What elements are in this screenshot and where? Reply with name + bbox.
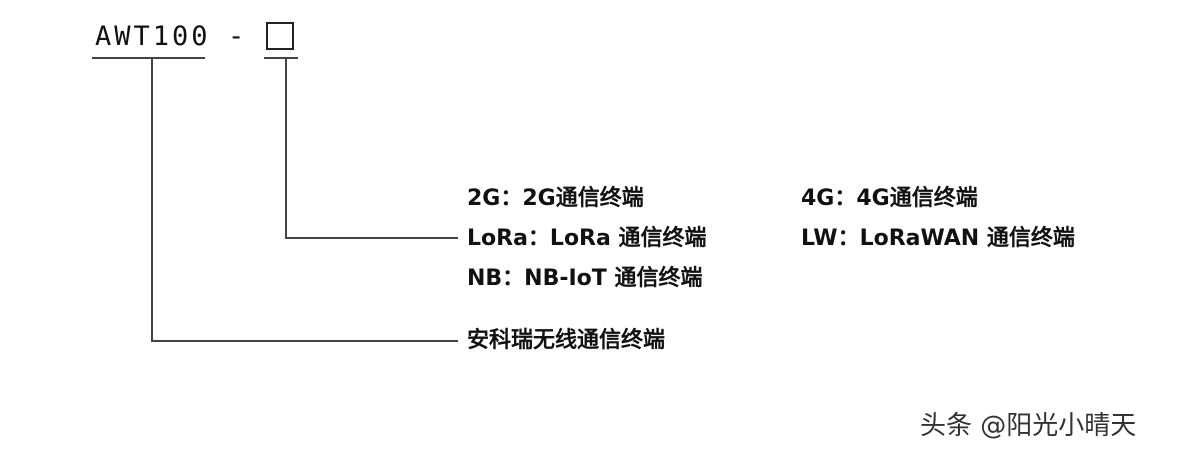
code-leader-horizontal xyxy=(151,340,458,342)
code-leader-vertical xyxy=(151,57,153,342)
model-code: AWT100 xyxy=(95,21,211,52)
option-nb-iot: NB：NB-IoT 通信终端 xyxy=(467,266,703,291)
option-lora: LoRa：LoRa 通信终端 xyxy=(467,226,707,251)
option-leader-vertical xyxy=(285,57,287,239)
option-box-underline xyxy=(264,57,298,59)
model-code-underline xyxy=(92,57,205,59)
option-lorawan: LW：LoRaWAN 通信终端 xyxy=(801,226,1075,251)
option-placeholder-box xyxy=(266,22,294,50)
model-separator: - xyxy=(228,21,245,52)
option-leader-horizontal xyxy=(285,237,458,239)
product-description: 安科瑞无线通信终端 xyxy=(467,328,666,353)
option-2g: 2G：2G通信终端 xyxy=(467,186,644,211)
option-4g: 4G：4G通信终端 xyxy=(801,186,978,211)
watermark: 头条 @阳光小晴天 xyxy=(920,411,1137,441)
